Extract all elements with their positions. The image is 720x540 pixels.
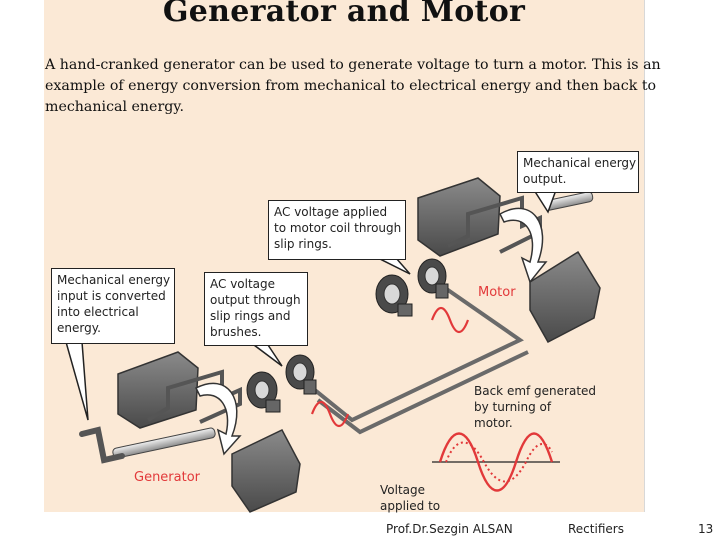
intro-paragraph: A hand-cranked generator can be used to … — [45, 55, 661, 118]
motor-ac-waveform — [430, 306, 470, 334]
generator-label: Generator — [134, 470, 201, 485]
callout-mechanical-output: Mechanical energy output. — [517, 151, 639, 193]
back-emf-graph — [432, 432, 560, 492]
slide-title: Generator and Motor — [162, 0, 526, 29]
generator-brush — [265, 399, 281, 413]
motor-rotation-arrow — [499, 207, 548, 284]
footer-page-number: 13 — [698, 522, 714, 536]
motor-assembly — [375, 177, 601, 344]
motor-magnet-north — [417, 177, 501, 257]
generator-magnet-north — [117, 351, 199, 429]
footer-topic: Rectifiers — [568, 522, 624, 536]
applied-voltage-wave — [438, 432, 554, 492]
generator-crank-handle — [79, 426, 125, 464]
back-emf-label: Back emf generated by turning of motor. — [474, 384, 597, 430]
generator-ac-waveform — [310, 400, 350, 428]
generator-brush — [303, 379, 317, 395]
callout-ac-output: AC voltage output through slip rings and… — [204, 272, 308, 346]
intro-line: mechanical energy. — [45, 99, 184, 115]
motor-magnet-south — [529, 250, 601, 344]
generator-magnet-south — [231, 429, 301, 513]
motor-brush — [435, 283, 449, 299]
callout-pointers — [65, 189, 558, 421]
intro-line: example of energy conversion from mechan… — [45, 78, 657, 94]
generator-shaft — [112, 427, 216, 459]
footer-author: Prof.Dr.Sezgin ALSAN — [386, 522, 513, 536]
back-emf-wave — [445, 441, 553, 483]
motor-brush — [397, 303, 413, 317]
generator-rotation-arrow — [194, 382, 242, 456]
voltage-applied-label: Voltage applied to — [380, 483, 441, 513]
generator-assembly — [79, 351, 317, 513]
intro-line: A hand-cranked generator can be used to … — [45, 57, 661, 73]
motor-label: Motor — [478, 285, 516, 300]
connecting-wires — [298, 270, 529, 435]
callout-mechanical-input: Mechanical energy input is converted int… — [51, 268, 175, 344]
callout-ac-applied: AC voltage applied to motor coil through… — [268, 200, 406, 260]
panel-edge — [644, 0, 645, 512]
